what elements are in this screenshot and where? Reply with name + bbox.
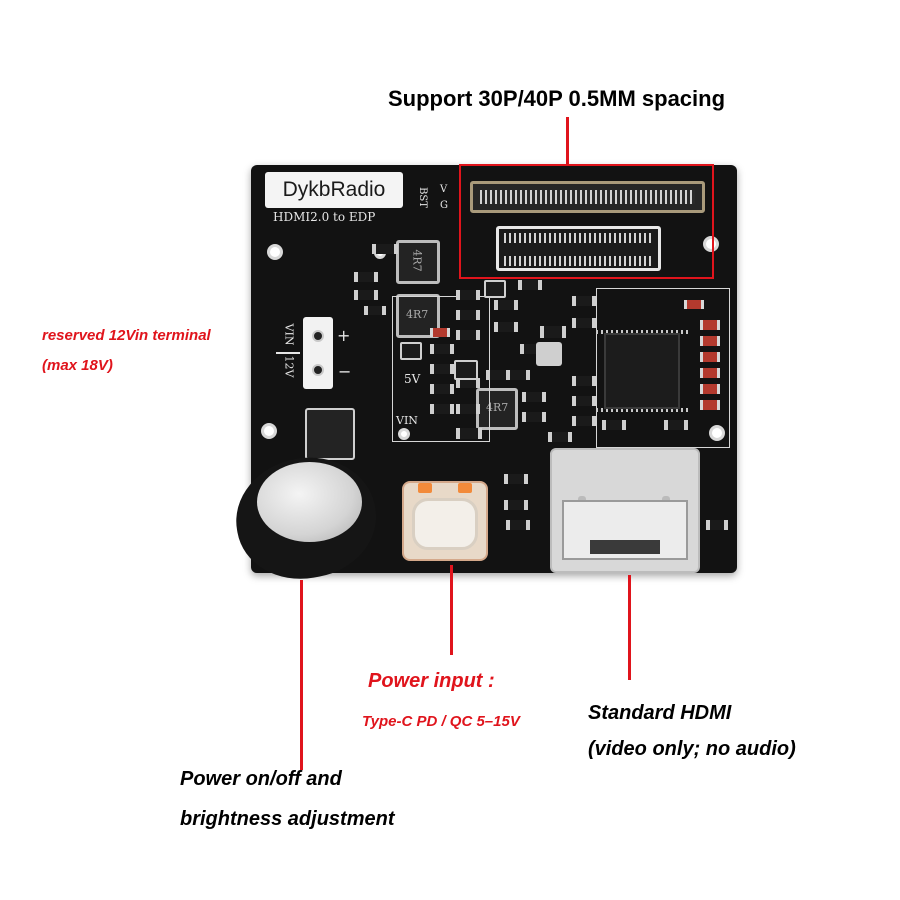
- smd-component: [354, 272, 378, 282]
- smd-component: [540, 326, 566, 338]
- smd-component: [494, 300, 518, 310]
- power-callout-line: [450, 565, 453, 655]
- inductor: [476, 388, 518, 430]
- silk-vin-term: VIN: [282, 323, 296, 346]
- vin-terminal: [303, 317, 333, 389]
- hdmi-port-tongue: [590, 540, 660, 554]
- inductor: [396, 240, 440, 284]
- inductor-marking: 4R7: [406, 308, 429, 321]
- silk-vin: VIN: [396, 414, 418, 427]
- smd-component: [372, 244, 398, 254]
- brightness-knob-cap: [257, 462, 362, 542]
- connector-highlight-box: [459, 164, 714, 279]
- smd-component: [506, 370, 530, 380]
- smd-component: [706, 520, 728, 530]
- vin-terminal-label: reserved 12Vin terminal: [42, 327, 211, 344]
- mount-hole-tl: [267, 244, 283, 260]
- power-input-label: Power input :: [368, 670, 495, 692]
- crystal: [536, 342, 562, 366]
- smd-component: [456, 404, 480, 414]
- smd-component: [664, 420, 688, 430]
- smd-component: [456, 310, 480, 320]
- mount-hole-mr: [709, 425, 725, 441]
- smd-component: [572, 396, 596, 406]
- smd-component: [456, 378, 480, 388]
- smd-component: [430, 384, 454, 394]
- usb-c-port-opening: [412, 498, 478, 550]
- smd-component: [518, 280, 542, 290]
- smd-component: [572, 376, 596, 386]
- silk-minus: −: [338, 362, 352, 381]
- small-ic: [454, 360, 478, 380]
- fpc-connector-40p-pins: [480, 190, 695, 204]
- flash-chip: [305, 408, 355, 460]
- smd-component: [456, 428, 482, 439]
- vin-terminal-max-label: (max 18V): [42, 357, 113, 374]
- resistor-array: [700, 400, 720, 410]
- silk-5v: 5V: [404, 372, 421, 386]
- vin-divider: [276, 352, 300, 354]
- title-label: Support 30P/40P 0.5MM spacing: [388, 86, 726, 111]
- knob-callout-line: [300, 580, 303, 770]
- smd-component: [364, 306, 386, 315]
- smd-component: [522, 392, 546, 402]
- smd-component: [430, 344, 454, 354]
- connector-callout-line: [566, 117, 569, 164]
- resistor-array: [430, 328, 450, 337]
- smd-component: [504, 474, 528, 484]
- smd-component: [430, 404, 454, 414]
- inductor-marking: 4R7: [410, 249, 424, 272]
- knob-label-line2: brightness adjustment: [180, 808, 395, 830]
- mount-hole-tr: [703, 236, 719, 252]
- smd-component: [572, 296, 596, 306]
- vin-terminal-pin-minus: [312, 364, 324, 376]
- silk-outline: [392, 296, 490, 442]
- smd-component: [354, 290, 378, 300]
- inductor-marking: 4R7: [486, 401, 509, 414]
- smd-component: [456, 290, 480, 300]
- small-ic: [484, 280, 506, 298]
- smd-component: [572, 416, 596, 426]
- smd-component: [494, 322, 518, 332]
- power-input-detail: Type-C PD / QC 5–15V: [362, 713, 520, 730]
- fpc-connector-30p-pins: [504, 233, 654, 243]
- resistor-array: [700, 352, 720, 362]
- mount-hole-ml: [261, 423, 277, 439]
- smd-component: [506, 520, 530, 530]
- resistor-array: [700, 320, 720, 330]
- silk-v: V: [440, 184, 448, 195]
- smd-component: [522, 412, 546, 422]
- silk-g: G: [440, 200, 448, 211]
- hdmi-label: Standard HDMI: [588, 702, 732, 724]
- resistor-array: [700, 336, 720, 346]
- smd-component: [504, 500, 528, 510]
- resistor-array: [684, 300, 704, 309]
- mount-hole-bs: [398, 428, 410, 440]
- inductor: [396, 294, 440, 338]
- brand-label: DykbRadio: [265, 172, 403, 208]
- vin-terminal-pin-plus: [312, 330, 324, 342]
- smd-component: [548, 432, 572, 442]
- usb-c-contact: [418, 483, 432, 493]
- silk-bst: BST: [416, 187, 428, 208]
- knob-label: Power on/off and: [180, 768, 342, 790]
- smd-component: [602, 420, 626, 430]
- resistor-array: [700, 384, 720, 394]
- small-ic: [400, 342, 422, 360]
- main-ic: [604, 333, 680, 409]
- board-subtitle: HDMI2.0 to EDP: [273, 210, 376, 224]
- smd-component: [572, 318, 596, 328]
- silk-12v: 12V: [282, 355, 296, 378]
- smd-component: [430, 364, 454, 374]
- resistor-array: [700, 368, 720, 378]
- silk-plus: +: [337, 326, 351, 345]
- hdmi-detail: (video only; no audio): [588, 738, 796, 760]
- hdmi-callout-line: [628, 575, 631, 680]
- smd-component: [456, 330, 480, 340]
- fpc-connector-30p-pins: [504, 256, 654, 266]
- usb-c-contact: [458, 483, 472, 493]
